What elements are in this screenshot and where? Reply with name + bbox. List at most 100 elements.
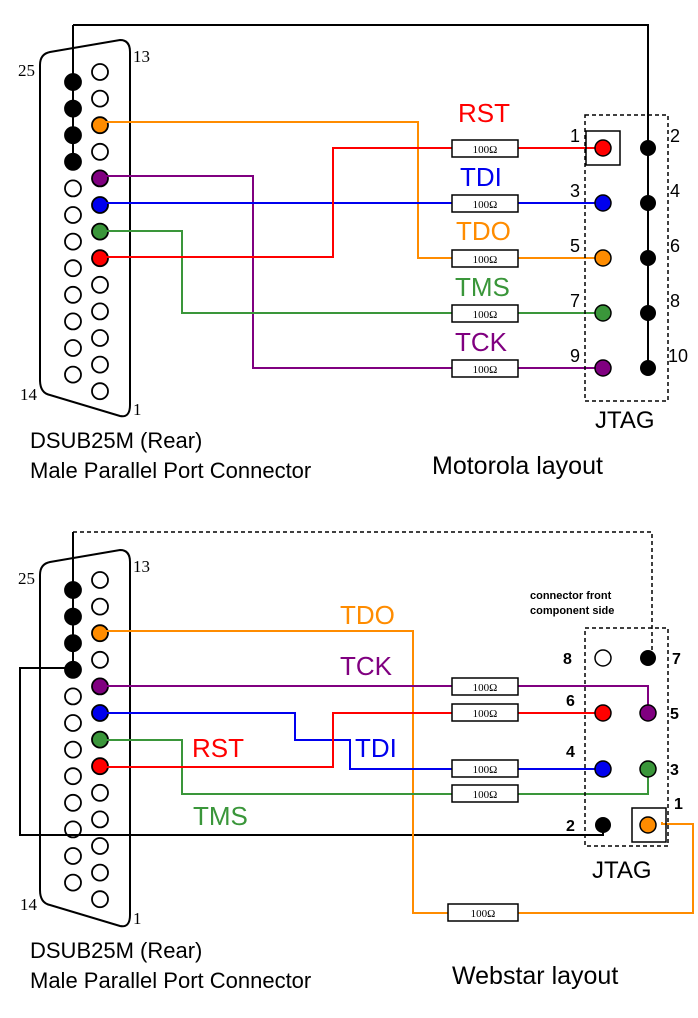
- top-jtag-header-outline: [584, 114, 669, 402]
- top-connector-caption-1: DSUB25M (Rear): [30, 428, 202, 453]
- top-pins-right-pin: [91, 275, 109, 294]
- top-resistor-tms: 100Ω: [451, 304, 519, 323]
- top-jtag-num-1: 1: [570, 126, 580, 146]
- top-jtag-label: JTAG: [595, 407, 655, 434]
- top-layout-title: Motorola layout: [432, 452, 603, 480]
- top-pins-right-pin: [91, 116, 109, 135]
- top-jtag-pin-3: [594, 194, 612, 212]
- top-pins-left-pin: [64, 365, 82, 384]
- top-pins-left-pin: [64, 259, 82, 278]
- bottom-pins-left-pin: [64, 687, 82, 706]
- top-jtag-num-10: 10: [668, 346, 688, 366]
- motorola-section: 100Ω 100Ω 100Ω 100Ω 100Ω RST TDI TDO TMS…: [18, 24, 688, 483]
- bottom-pins-left-pin: [64, 793, 82, 812]
- top-pins-right-pin: [91, 63, 109, 81]
- top-jtag-pin-8: [640, 305, 656, 321]
- top-jtag-pin-6: [640, 250, 656, 266]
- svg-text:100Ω: 100Ω: [473, 789, 498, 801]
- svg-text:100Ω: 100Ω: [473, 682, 498, 694]
- top-jtag-num-3: 3: [570, 181, 580, 201]
- top-tms-wire: [100, 230, 452, 314]
- top-tck-wire: [100, 175, 452, 369]
- bottom-jtag-pin-6: [594, 704, 612, 722]
- bottom-jtag-pin-8: [594, 649, 612, 667]
- top-dsub-outline: [39, 38, 131, 418]
- top-jtag-pin-7: [594, 304, 612, 322]
- bottom-pins-left-pin: [64, 714, 82, 732]
- top-jtag-num-5: 5: [570, 236, 580, 256]
- top-label-rst: RST: [458, 98, 510, 128]
- top-dsub-pin-13: 13: [133, 47, 150, 66]
- top-jtag-num-4: 4: [670, 181, 680, 201]
- svg-text:100Ω: 100Ω: [471, 908, 496, 920]
- bottom-resistor-tck: 100Ω: [451, 677, 519, 696]
- bottom-pins-right-pin: [91, 571, 109, 589]
- bottom-pins-right-pin: [91, 783, 109, 802]
- svg-text:100Ω: 100Ω: [473, 144, 498, 156]
- top-dsub-pin-14: 14: [20, 385, 38, 404]
- bottom-pins-left-pin: [64, 847, 82, 865]
- top-label-tck: TCK: [455, 327, 508, 357]
- bottom-pins-right-pin: [91, 624, 109, 643]
- bottom-layout-title: Webstar layout: [452, 962, 618, 990]
- bottom-pins-left-pin: [64, 820, 82, 839]
- bottom-jtag-num-1: 1: [674, 796, 683, 813]
- bottom-jtag-num-4: 4: [566, 744, 575, 761]
- bottom-jtag-num-8: 8: [563, 651, 572, 668]
- bottom-ground-wire-top: [73, 531, 653, 658]
- bottom-pins-right-pin: [91, 837, 109, 855]
- bottom-pins-left-pin: [64, 767, 82, 786]
- svg-text:100Ω: 100Ω: [473, 708, 498, 720]
- top-pins-right-pin: [91, 169, 109, 188]
- bottom-jtag-pin1-marker: [631, 807, 667, 843]
- bottom-header-note-1: connector front: [530, 590, 612, 602]
- top-dsub-pin-25: 25: [18, 61, 35, 80]
- top-pins-right-pin: [91, 329, 109, 347]
- bottom-resistor-tdo: 100Ω: [447, 903, 519, 922]
- bottom-pins-right-pin: [91, 597, 109, 616]
- bottom-pins-right-pin: [91, 810, 109, 829]
- bottom-resistor-tdi: 100Ω: [451, 759, 519, 778]
- top-jtag-pin1-marker: [585, 130, 621, 166]
- bottom-jtag-num-6: 6: [566, 693, 575, 710]
- top-connector-caption-2: Male Parallel Port Connector: [30, 458, 311, 483]
- bottom-tms-wire-out: [518, 776, 649, 795]
- top-pins-right-pin: [91, 142, 109, 161]
- top-jtag-pin-4: [640, 195, 656, 211]
- bottom-jtag-pin-4: [594, 760, 612, 778]
- svg-text:100Ω: 100Ω: [473, 199, 498, 211]
- bottom-jtag-num-2: 2: [566, 818, 575, 835]
- top-jtag-num-6: 6: [670, 236, 680, 256]
- bottom-pins-left-pin: [64, 740, 82, 759]
- top-label-tms: TMS: [455, 272, 510, 302]
- top-dsub-pins-row-13-1: [91, 63, 109, 401]
- bottom-label-tck: TCK: [340, 651, 393, 681]
- bottom-jtag-pin-7: [640, 650, 656, 666]
- bottom-pins-right-pin: [91, 863, 109, 882]
- top-resistor-tdo: 100Ω: [451, 249, 519, 268]
- top-pins-left-pin: [64, 285, 82, 304]
- bottom-connector-caption-2: Male Parallel Port Connector: [30, 968, 311, 993]
- top-pins-right-pin: [91, 89, 109, 108]
- webstar-section: 100Ω 100Ω 100Ω 100Ω 100Ω TDO TCK RST TDI…: [18, 531, 694, 993]
- top-jtag-pin-1: [594, 139, 612, 157]
- top-resistor-tdi: 100Ω: [451, 194, 519, 213]
- bottom-dsub-pin-14: 14: [20, 895, 38, 914]
- bottom-resistor-tms: 100Ω: [451, 784, 519, 803]
- svg-text:100Ω: 100Ω: [473, 764, 498, 776]
- bottom-jtag-num-7: 7: [672, 651, 681, 668]
- top-jtag-pin-10: [640, 360, 656, 376]
- top-pins-left-pin: [64, 179, 82, 198]
- bottom-pins-left-pin: [64, 873, 82, 892]
- bottom-tdi-wire: [100, 712, 452, 770]
- bottom-jtag-label: JTAG: [592, 857, 652, 884]
- top-jtag-pin-9: [594, 359, 612, 377]
- top-jtag-num-2: 2: [670, 126, 680, 146]
- top-pins-right-pin: [91, 249, 109, 268]
- top-tdo-wire: [100, 121, 452, 259]
- bottom-jtag-pin-3: [639, 760, 657, 778]
- svg-text:100Ω: 100Ω: [473, 254, 498, 266]
- bottom-dsub-pins-row-13-1: [91, 571, 109, 909]
- bottom-dsub-pin-25: 25: [18, 569, 35, 588]
- bottom-rst-wire: [100, 712, 452, 768]
